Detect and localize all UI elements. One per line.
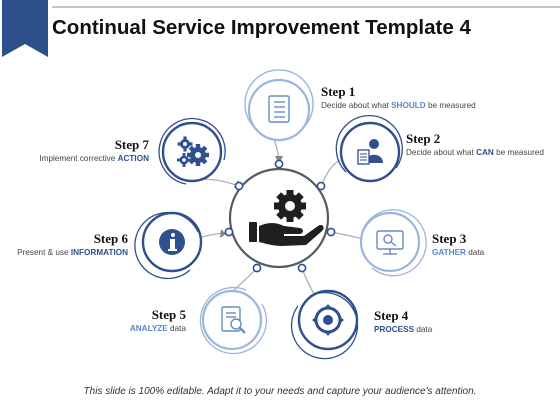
step7-keyword: ACTION — [117, 154, 149, 163]
node-dot — [224, 227, 234, 237]
step1-keyword: SHOULD — [391, 101, 426, 110]
node-dot — [234, 181, 244, 191]
step2-desc-post: be measured — [493, 148, 544, 157]
step7-label: Step 7 — [114, 137, 149, 152]
step4-label: Step 4 — [374, 308, 409, 323]
page-title: Continual Service Improvement Template 4 — [52, 16, 471, 39]
hand-gear-icon — [249, 190, 324, 246]
step7-node — [158, 117, 226, 185]
step6-node — [134, 211, 203, 280]
step6-keyword: INFORMATION — [70, 248, 128, 257]
checklist-icon — [268, 95, 290, 123]
step5-node — [199, 286, 268, 355]
step5-desc-post: data — [167, 324, 186, 333]
step6-label: Step 6 — [93, 231, 128, 246]
footer-note: This slide is 100% editable. Adapt it to… — [83, 386, 477, 397]
header-decoration — [2, 0, 560, 57]
step4-desc-post: data — [414, 325, 433, 334]
step3-node — [359, 209, 427, 277]
step5-label: Step 5 — [151, 307, 186, 322]
step3-keyword: GATHER — [432, 248, 466, 257]
step2-description: Decide about what CAN be measured — [406, 148, 544, 157]
connector-step3 — [330, 231, 361, 239]
step2-label: Step 2 — [406, 131, 441, 146]
step4-description: PROCESS data — [374, 325, 432, 334]
step1-label: Step 1 — [321, 84, 356, 99]
step2-desc-pre: Decide about what — [406, 148, 477, 157]
connector-step2 — [320, 159, 341, 187]
target-gear-icon — [312, 304, 344, 336]
step2-node — [335, 115, 403, 183]
bookmark-ribbon — [2, 0, 48, 57]
magnifier-document-icon — [221, 306, 246, 334]
step6-description: Present & use INFORMATION — [4, 248, 128, 257]
step3-label: Step 3 — [432, 231, 467, 246]
arrowhead — [220, 229, 226, 238]
info-icon — [159, 229, 185, 255]
step7-description: Implement corrective ACTION — [20, 154, 149, 163]
step1-description: Decide about what SHOULD be measured — [321, 101, 476, 110]
monitor-search-icon — [376, 230, 404, 255]
step4-keyword: PROCESS — [374, 325, 415, 334]
node-dot — [326, 227, 336, 237]
step1-desc-pre: Decide about what — [321, 101, 392, 110]
step4-node — [290, 289, 359, 360]
node-dot — [316, 181, 326, 191]
step7-desc-pre: Implement corrective — [39, 154, 118, 163]
node-dot — [252, 263, 262, 273]
gears-icon — [177, 136, 209, 167]
center-circle — [228, 167, 330, 269]
step3-description: GATHER data — [432, 248, 484, 257]
node-dot — [297, 263, 307, 273]
step2-keyword: CAN — [476, 148, 494, 157]
person-document-icon — [357, 139, 383, 165]
step5-description: ANALYZE data — [90, 324, 186, 333]
step5-keyword: ANALYZE — [129, 324, 168, 333]
step1-desc-post: be measured — [425, 101, 476, 110]
step1-node — [244, 69, 314, 142]
step3-desc-post: data — [465, 248, 485, 257]
step6-desc-pre: Present & use — [17, 248, 71, 257]
node-dot — [274, 159, 284, 169]
